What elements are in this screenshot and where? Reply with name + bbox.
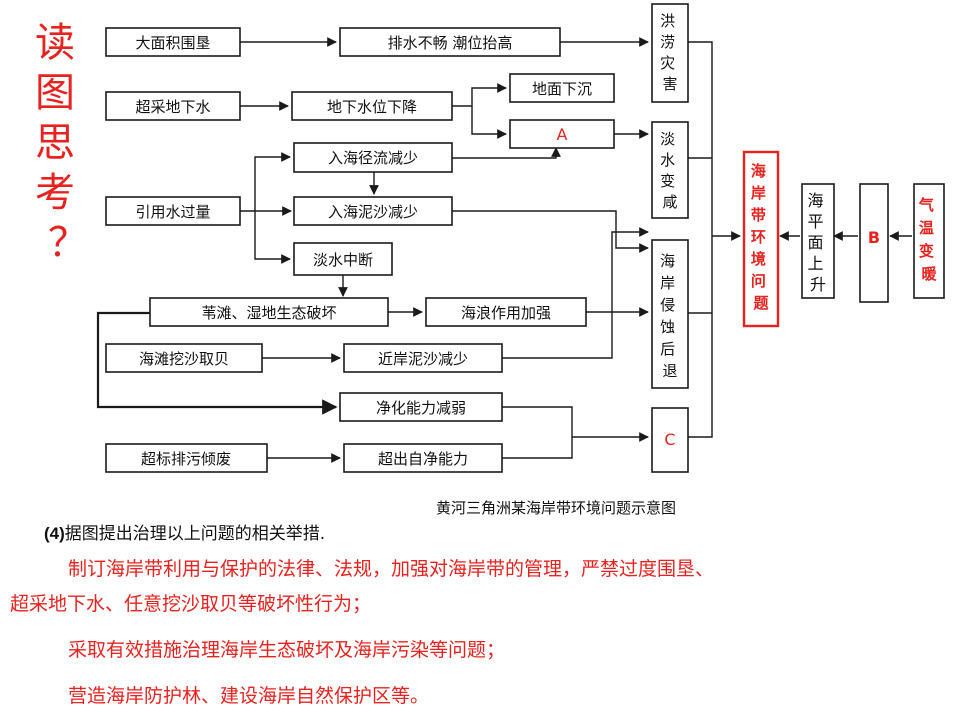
label-n4: 地下水位下降	[327, 98, 417, 116]
boxes	[105, 3, 945, 473]
answer-line-3: 采取有效措施治理海岸生态破坏及海岸污染等问题；	[68, 639, 506, 661]
box-v7	[859, 183, 889, 303]
box-n12	[425, 297, 587, 327]
arrow-n9-v3	[452, 210, 649, 253]
label-n12: 海浪作用加强	[461, 304, 551, 322]
box-n5	[509, 73, 615, 103]
box-n3	[105, 91, 241, 121]
merge-to-c	[502, 406, 573, 459]
box-n14	[343, 343, 503, 373]
label-n2: 排水不畅 潮位抬高	[388, 34, 513, 52]
box-n16	[105, 443, 268, 473]
box-n17	[343, 443, 503, 473]
box-v5	[742, 150, 780, 328]
branch-n8-n10	[254, 211, 291, 264]
box-n8	[105, 196, 241, 226]
side-title-char: ？	[48, 220, 88, 266]
box-v1	[651, 3, 689, 103]
box-n9	[293, 196, 453, 226]
question-number: (4)	[44, 524, 65, 543]
box-v4	[651, 407, 689, 473]
arrow-n7-n6	[452, 147, 561, 159]
label-n14: 近岸泥沙减少	[378, 350, 468, 368]
connectors	[96, 37, 912, 463]
label-n17: 超出自净能力	[378, 450, 468, 468]
box-n11	[149, 297, 389, 327]
label-v1: 洪 涝 灾 害	[660, 12, 680, 93]
answer-line-1: 制订海岸带利用与保护的法律、法规，加强对海岸带的管理，严禁过度围垦、	[68, 558, 715, 580]
labels: 大面积围垦 排水不畅 潮位抬高 超采地下水 地下水位下降 地面下沉 A 入海径流…	[135, 34, 880, 468]
label-n7: 入海径流减少	[328, 149, 418, 167]
side-title-char: 图	[35, 70, 75, 116]
branch-n8-n7	[254, 152, 291, 211]
label-v2: 淡 水 变 咸	[660, 130, 680, 211]
question: (4)据图提出治理以上问题的相关举措.	[44, 519, 325, 544]
side-title: 读 图 思 考 ？	[30, 18, 88, 268]
label-v7: B	[868, 228, 880, 247]
arrow-n4-n6	[471, 106, 507, 139]
box-n4	[291, 91, 453, 121]
box-v3	[651, 239, 689, 389]
label-n5: 地面下沉	[532, 80, 592, 98]
vertical-labels: 洪 涝 灾 害 淡 水 变 咸 海 岸 侵 蚀 后 退 海 岸 带 环 境 问 …	[660, 12, 939, 380]
answer-line-4: 营造海岸防护林、建设海岸自然保护区等。	[68, 685, 430, 707]
label-v6: 海 平 面 上 升	[807, 191, 828, 294]
box-n7	[293, 142, 453, 173]
arrow-n11-n15	[96, 311, 338, 415]
label-n11: 苇滩、湿地生态破坏	[201, 304, 336, 322]
answer-line-2: 超采地下水、任意挖沙取贝等破坏性行为；	[10, 593, 372, 615]
side-title-char: 考	[35, 170, 75, 216]
label-v5: 海 岸 带 环 境 问 题	[751, 162, 771, 312]
box-n6	[509, 119, 615, 149]
label-n8: 引用水过量	[135, 203, 210, 221]
label-n9: 入海泥沙减少	[328, 203, 418, 221]
label-v4: C	[664, 430, 675, 449]
box-v8	[913, 183, 945, 299]
box-n15	[339, 392, 503, 422]
arrow-n4-n5	[452, 83, 507, 107]
box-n13	[105, 343, 263, 373]
label-n6: A	[557, 125, 568, 144]
collector-right	[688, 41, 713, 438]
label-n16: 超标排污倾废	[141, 450, 231, 468]
label-n3: 超采地下水	[135, 98, 210, 116]
arrow-n14-v3	[502, 227, 649, 359]
label-v3: 海 岸 侵 蚀 后 退	[660, 252, 680, 380]
flow-diagram: 大面积围垦 排水不畅 潮位抬高 超采地下水 地下水位下降 地面下沉 A 入海径流…	[96, 3, 945, 473]
box-v6	[801, 183, 835, 299]
side-title-char: 读	[35, 20, 75, 66]
label-n15: 净化能力减弱	[376, 399, 466, 417]
label-n1: 大面积围垦	[135, 34, 210, 52]
diagram-caption: 黄河三角洲某海岸带环境问题示意图	[436, 499, 677, 517]
box-n2	[339, 27, 561, 57]
label-v8: 气 温 变 暖	[918, 196, 939, 283]
question-text: 据图提出治理以上问题的相关举措.	[64, 524, 326, 544]
box-n1	[105, 27, 241, 57]
label-n10: 淡水中断	[313, 251, 373, 269]
side-title-char: 思	[35, 120, 75, 166]
label-n13: 海滩挖沙取贝	[139, 350, 229, 368]
box-v2	[651, 121, 689, 219]
box-n10	[293, 242, 393, 276]
